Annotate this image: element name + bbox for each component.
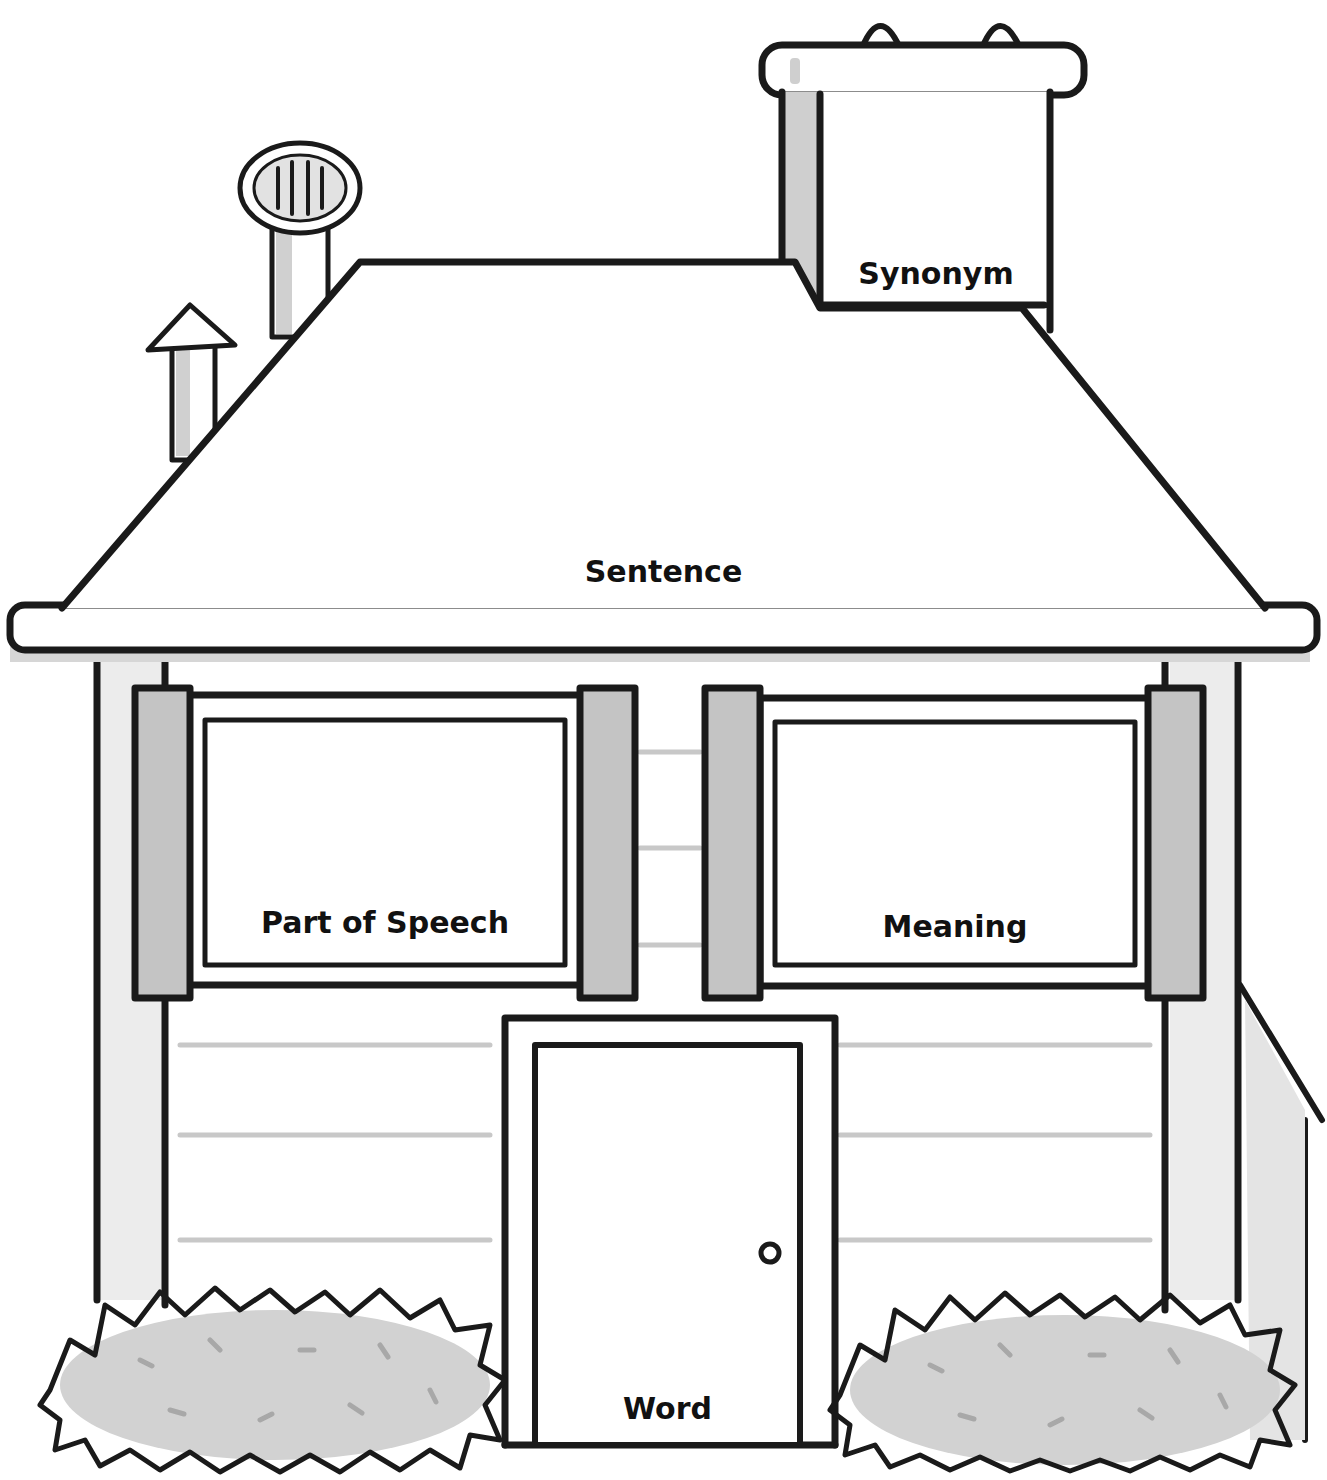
bush-outline: [830, 1293, 1295, 1471]
window-frame: [760, 698, 1150, 986]
bush-leaves: [930, 1345, 1226, 1425]
vent-shade: [176, 350, 190, 456]
bush-shade: [60, 1310, 490, 1460]
door-panel: Word: [535, 1045, 800, 1445]
chimney-cap: [762, 45, 1084, 95]
door-panel-lines: [535, 1045, 800, 1445]
vent-cap: [148, 305, 235, 350]
turbine-slats: [278, 162, 322, 214]
chimney-cap-shade: [790, 58, 800, 84]
door-outline: [535, 1045, 800, 1445]
pane-outline: [775, 722, 1135, 965]
roof-outline: [62, 262, 1265, 608]
node-label: Word: [623, 1391, 712, 1427]
bush: [40, 1288, 505, 1472]
bush-outline: [40, 1288, 505, 1472]
chimney-box: Synonym: [778, 92, 1052, 310]
bush-leaves: [140, 1340, 436, 1420]
window-shutter: [580, 688, 635, 998]
window-shutter: [135, 688, 190, 998]
pane-outline: [205, 720, 565, 965]
door-ground: [538, 1048, 797, 1442]
turbine-head: [240, 143, 360, 233]
roof-shape-lines: [62, 262, 1265, 608]
house-parts: [10, 26, 1322, 1472]
door-knob: [761, 1244, 779, 1262]
door-frame: [505, 1018, 835, 1445]
turbine-grille: [254, 155, 346, 221]
door-step: [505, 1442, 835, 1449]
window-shutter: [705, 688, 760, 998]
node-label: Sentence: [585, 554, 743, 590]
roof-shape: Sentence: [62, 262, 1265, 608]
window-pane: Part of Speech: [205, 720, 565, 965]
window-pane-lines: [775, 722, 1135, 965]
turbine-shade: [276, 230, 292, 334]
node-label: Part of Speech: [261, 905, 509, 941]
bush-shade: [850, 1315, 1280, 1465]
chimney-edges: [782, 92, 1050, 330]
chimney-face: [820, 92, 1050, 305]
bush: [830, 1293, 1295, 1471]
window-frame: [185, 695, 585, 985]
window-pane-lines: [205, 720, 565, 965]
door-panel-outline: [535, 1045, 800, 1445]
node-label: Synonym: [858, 256, 1013, 292]
eave-board: [10, 605, 1317, 650]
chimney-box-lines: [782, 92, 1050, 330]
node-label: Meaning: [883, 909, 1028, 945]
window-pane: Meaning: [775, 722, 1135, 965]
window-shutter: [1148, 688, 1203, 998]
